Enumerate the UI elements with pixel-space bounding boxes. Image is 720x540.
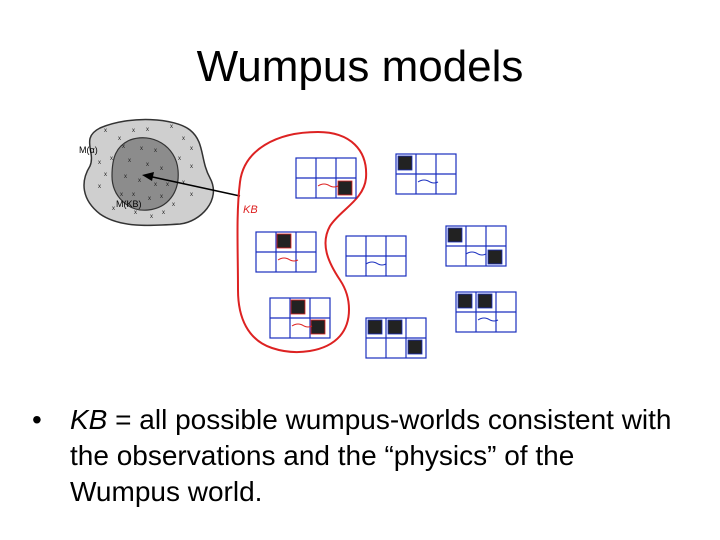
svg-text:x: x [190,192,193,198]
svg-text:x: x [104,128,107,134]
svg-text:x: x [190,164,193,170]
label-m-kb: M(KB) [116,199,142,209]
svg-text:x: x [172,202,175,208]
svg-text:x: x [132,192,135,198]
world-grid [269,297,331,339]
svg-text:x: x [128,158,131,164]
svg-text:x: x [134,210,137,216]
svg-text:x: x [160,194,163,200]
arrow-line [147,175,241,197]
bullet-description: = all possible wumpus-worlds consistent … [70,404,672,507]
bullet-marker: • [32,404,42,435]
svg-text:x: x [170,124,173,130]
svg-text:x: x [112,206,115,212]
svg-text:x: x [166,182,169,188]
svg-text:x: x [132,128,135,134]
svg-text:x: x [124,174,127,180]
slide-title: Wumpus models [196,42,524,91]
svg-text:x: x [182,136,185,142]
world-grid [395,153,457,195]
svg-text:x: x [178,156,181,162]
bullet-text: KB = all possible wumpus-worlds consiste… [70,402,690,510]
svg-text:x: x [138,178,141,184]
world-grid [255,231,317,273]
svg-text:x: x [148,196,151,202]
svg-text:x: x [162,210,165,216]
bullet-term-kb: KB [70,404,108,435]
svg-text:x: x [122,144,125,150]
world-grid [365,317,427,359]
svg-text:x: x [118,136,121,142]
world-grid [295,157,357,199]
svg-text:x: x [146,127,149,133]
svg-text:x: x [190,146,193,152]
svg-text:x: x [104,172,107,178]
kb-label: KB [243,204,258,216]
kb-boundary [236,130,368,353]
svg-text:x: x [120,192,123,198]
svg-text:x: x [140,146,143,152]
svg-text:x: x [154,182,157,188]
world-grids [255,153,517,359]
arrow-head [142,172,154,181]
svg-text:x: x [98,184,101,190]
svg-text:x: x [160,166,163,172]
svg-text:x: x [146,162,149,168]
svg-text:x: x [150,214,153,220]
world-grid [445,225,507,267]
world-grid [345,235,407,277]
label-m-alpha: M(α) [79,145,98,155]
world-grid [455,291,517,333]
inner-region-kb [111,137,179,211]
svg-text:x: x [110,156,113,162]
svg-text:x: x [98,160,101,166]
svg-text:x: x [154,148,157,154]
